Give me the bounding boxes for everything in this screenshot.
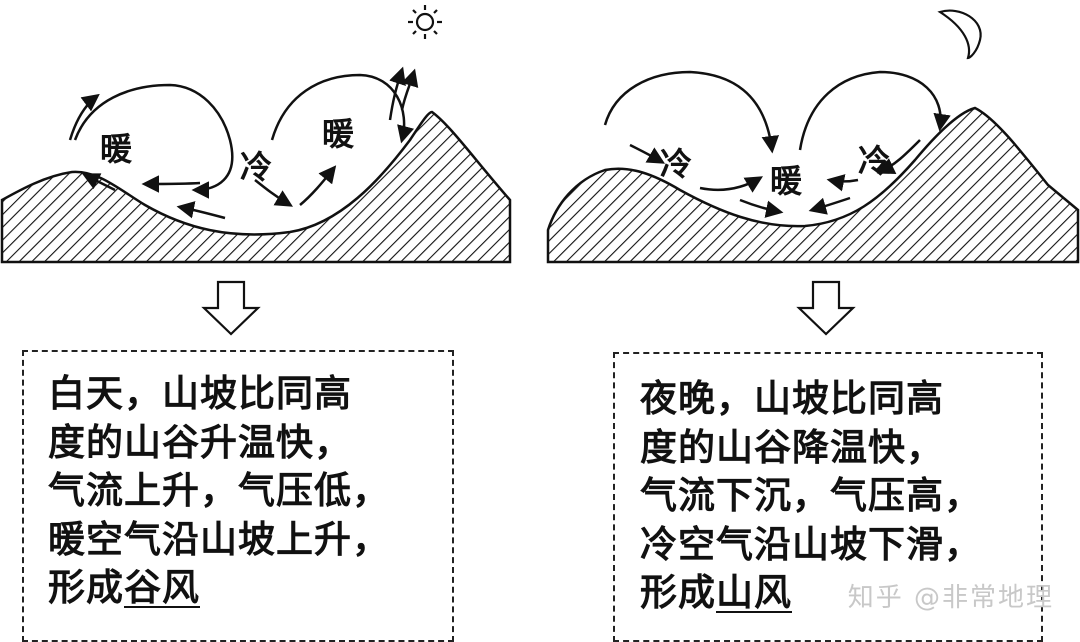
left-flow-4 xyxy=(299,165,337,206)
left-scene: 暖 冷 暖 xyxy=(0,5,512,336)
left-loop-a xyxy=(73,83,234,199)
right-line-2: 度的山谷降温快， xyxy=(640,425,944,469)
left-line-4: 暖空气沿山坡上升， xyxy=(48,517,390,561)
left-label-warm-slope: 暖 xyxy=(322,115,355,153)
left-line-2: 度的山谷升温快， xyxy=(48,420,352,464)
right-loop-a xyxy=(603,70,780,154)
right-scene: 冷 暖 冷 xyxy=(546,9,1080,336)
left-explanation-box xyxy=(22,350,454,642)
right-flow-3 xyxy=(739,198,784,218)
sun-icon xyxy=(408,5,442,39)
right-mountain xyxy=(546,106,1080,264)
right-flow-5 xyxy=(876,139,921,175)
right-label-warm-valley: 暖 xyxy=(770,162,803,200)
left-line-3: 气流上升，气压低， xyxy=(48,469,390,512)
left-flow-1 xyxy=(141,175,201,193)
right-line-5: 形成山风 xyxy=(640,569,982,618)
right-label-cold-slope-right: 冷 xyxy=(858,142,890,180)
left-mountain xyxy=(0,110,512,264)
right-explanation-text: 夜晚，山坡比同高 度的山谷降温快， 气流下沉，气压高， 冷空气沿山坡下滑， 形成… xyxy=(640,375,982,618)
right-line-1: 夜晚，山坡比同高 xyxy=(640,377,944,420)
left-label-cold: 冷 xyxy=(240,148,272,186)
left-updraft-1 xyxy=(68,93,100,141)
right-explanation-box xyxy=(613,352,1043,642)
left-updraft-3 xyxy=(400,68,419,111)
valley-breeze-term: 谷风 xyxy=(124,566,200,609)
right-flow-1 xyxy=(629,143,666,164)
left-line-1: 白天，山坡比同高 xyxy=(48,372,352,415)
right-flow-6 xyxy=(826,174,859,192)
left-explanation-text: 白天，山坡比同高 度的山谷升温快， 气流上升，气压低， 暖空气沿山坡上升， 形成… xyxy=(48,370,390,613)
left-label-warm-valley: 暖 xyxy=(100,130,133,168)
left-flow-3 xyxy=(254,179,294,207)
watermark: 知乎 @非常地理 xyxy=(847,583,1054,613)
moon-icon xyxy=(937,9,982,60)
right-down-arrow xyxy=(796,280,856,336)
left-flow-2 xyxy=(176,201,226,220)
left-loop-b xyxy=(270,73,415,144)
right-flow-4 xyxy=(808,196,851,215)
left-updraft-2 xyxy=(388,66,406,121)
left-line-5-prefix: 形成 xyxy=(48,566,124,609)
right-line-4: 冷空气沿山坡下滑， xyxy=(640,522,982,566)
right-line-5-prefix: 形成 xyxy=(640,571,716,614)
right-flow-2 xyxy=(699,176,764,193)
right-line-3: 气流下沉，气压高， xyxy=(640,474,982,517)
right-label-cold-slope-left: 冷 xyxy=(660,145,692,183)
right-loop-b xyxy=(798,70,951,151)
left-line-5: 形成谷风 xyxy=(48,564,390,613)
left-flow-5 xyxy=(81,173,116,192)
left-down-arrow xyxy=(201,280,261,336)
mountain-breeze-term: 山风 xyxy=(716,571,792,614)
